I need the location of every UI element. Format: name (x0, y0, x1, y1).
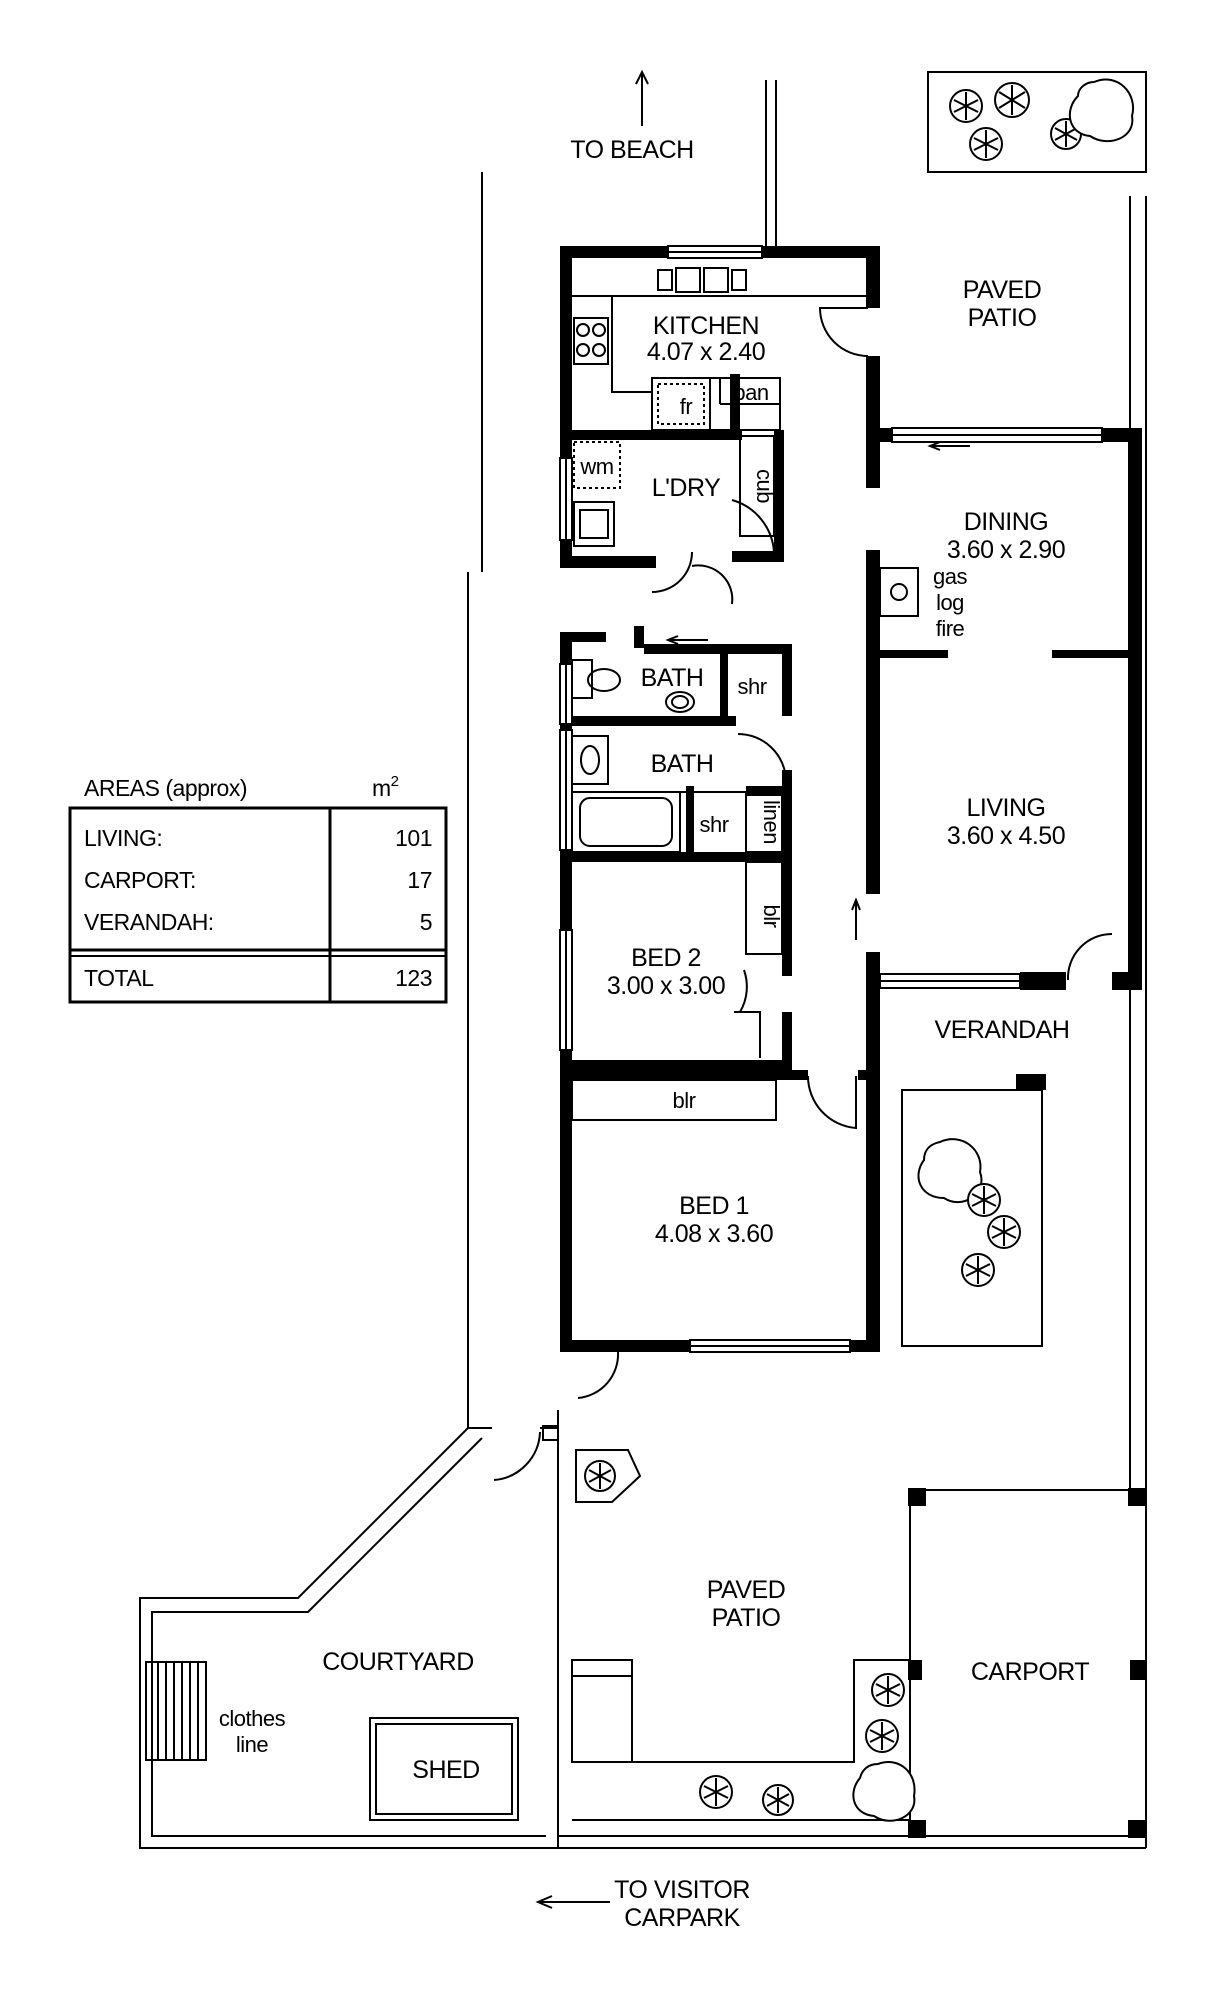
linen-label: linen (759, 800, 784, 844)
gas-log-fire-label-3: fire (936, 616, 965, 641)
shrub-icon (967, 1183, 1001, 1217)
washing-machine-label: wm (579, 454, 613, 479)
shrub-icon (699, 1775, 733, 1809)
dining-label: DINING (964, 508, 1049, 536)
areas-row-value: 101 (395, 825, 432, 851)
areas-row-label: VERANDAH: (84, 909, 214, 935)
kitchen-label: KITCHEN (653, 312, 759, 340)
paved-patio-bottom-label-1: PAVED (707, 1576, 786, 1604)
shrub-icon (987, 1215, 1021, 1249)
pantry-label: pan (733, 380, 768, 405)
arrows (535, 69, 970, 1909)
bed2-label: BED 2 (631, 944, 701, 972)
shrub-icon (584, 1460, 616, 1492)
arrow-up-icon (851, 897, 861, 940)
paved-patio-top-label-2: PATIO (968, 304, 1037, 332)
bed2-robe-label: blr (759, 905, 784, 928)
bed1-dims: 4.08 x 3.60 (655, 1220, 773, 1248)
shrub-icon (949, 89, 983, 123)
paved-patio-top-label-1: PAVED (963, 276, 1042, 304)
fixtures (145, 267, 1147, 1838)
arrow-left-icon (535, 1895, 610, 1909)
living-label: LIVING (967, 794, 1046, 822)
shed-label: SHED (412, 1756, 479, 1784)
areas-total-value: 123 (395, 965, 432, 991)
shrub-icon (969, 127, 1003, 161)
tree-icon (852, 1761, 916, 1822)
gas-log-fire-label-1: gas (933, 564, 967, 589)
arrow-up-icon (635, 69, 649, 126)
areas-title: AREAS (approx) (84, 775, 247, 801)
courtyard-label: COURTYARD (322, 1648, 474, 1676)
clothes-line-label-1: clothes (219, 1706, 286, 1731)
shrub-icon (871, 1673, 905, 1707)
tree-icon (1069, 78, 1135, 143)
shrub-icon (961, 1253, 995, 1287)
verandah-label: VERANDAH (935, 1016, 1070, 1044)
doors (493, 307, 1113, 1481)
shower2-label: shr (699, 812, 728, 837)
areas-total-label: TOTAL (84, 965, 154, 991)
bed2-dims: 3.00 x 3.00 (607, 972, 725, 1000)
dining-dims: 3.60 x 2.90 (947, 536, 1065, 564)
clothes-line-icon (145, 1661, 207, 1761)
bath1-label: BATH (641, 664, 704, 692)
arrow-left-icon (665, 635, 708, 645)
kitchen-dims: 4.07 x 2.40 (647, 338, 765, 366)
bath2-label: BATH (651, 750, 714, 778)
arrow-left-icon (927, 441, 970, 451)
living-dims: 3.60 x 4.50 (947, 822, 1065, 850)
direction-beach-label: TO BEACH (570, 136, 693, 164)
shrub-icon (762, 1784, 794, 1816)
cupboard-label: cub (752, 469, 777, 503)
room-labels: TO BEACH TO VISITOR CARPARK KITCHEN 4.07… (219, 136, 1090, 1932)
direction-carpark-label-1: TO VISITOR (614, 1876, 750, 1904)
shrub-icon (994, 82, 1030, 118)
shrub-icon (865, 1719, 899, 1753)
landscaping (584, 78, 1135, 1822)
areas-table: AREAS (approx) m2 LIVING: 101 CARPORT: 1… (68, 773, 448, 1004)
tree-icon (917, 1138, 983, 1204)
areas-unit: m2 (372, 773, 399, 801)
areas-row-value: 17 (407, 867, 432, 893)
carport-label: CARPORT (971, 1658, 1090, 1686)
gas-log-fire-label-2: log (936, 590, 964, 615)
bed1-robe-label: blr (673, 1088, 696, 1113)
areas-row-value: 5 (420, 909, 432, 935)
clothes-line-label-2: line (236, 1732, 269, 1757)
bed1-label: BED 1 (679, 1192, 749, 1220)
shower1-label: shr (737, 674, 766, 699)
windows (559, 245, 1103, 1353)
paved-patio-bottom-label-2: PATIO (712, 1604, 781, 1632)
fridge-label: fr (680, 394, 693, 419)
direction-carpark-label-2: CARPARK (624, 1904, 740, 1932)
areas-row-label: LIVING: (84, 825, 162, 851)
areas-row-label: CARPORT: (84, 867, 196, 893)
laundry-label: L'DRY (652, 474, 721, 502)
